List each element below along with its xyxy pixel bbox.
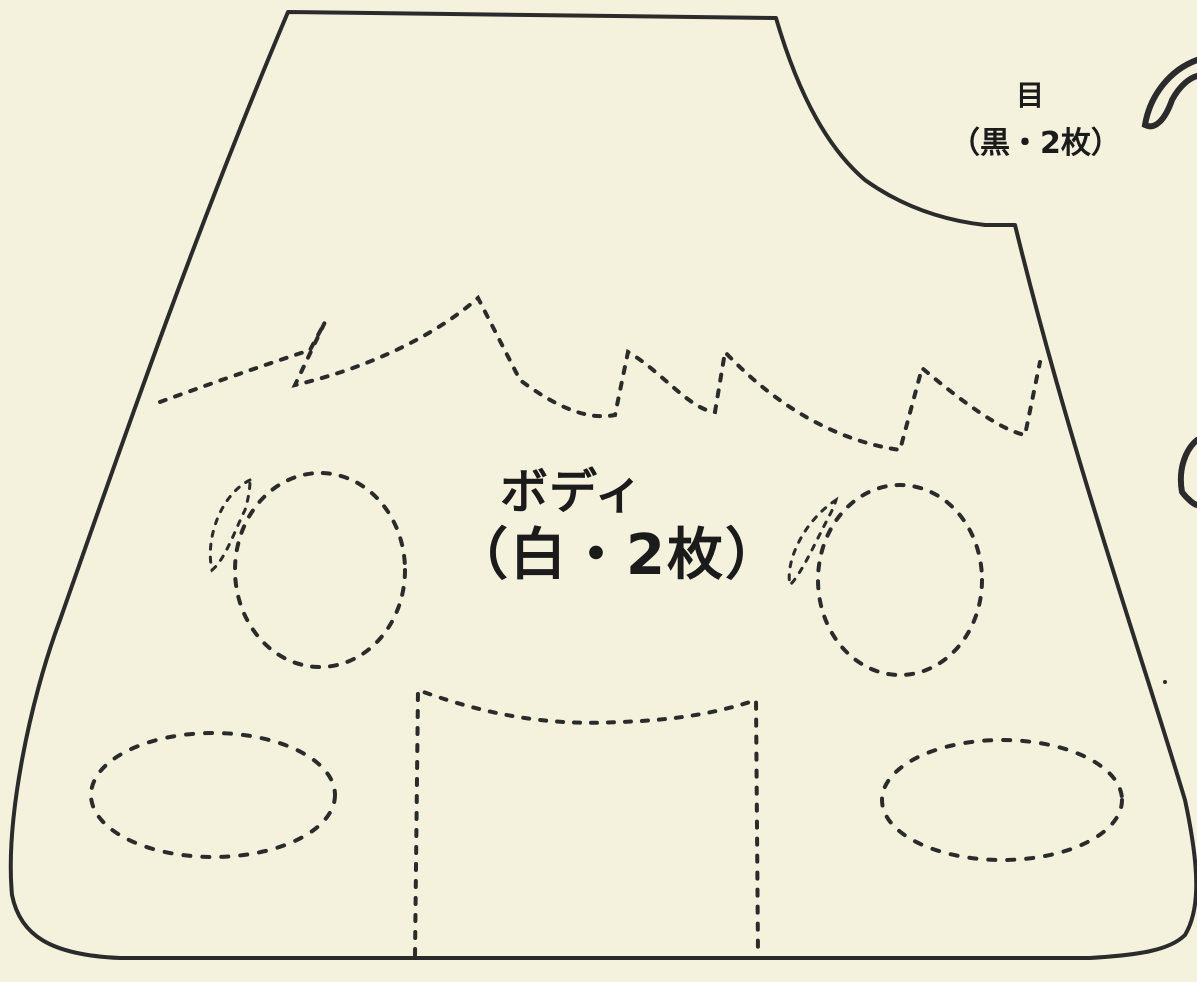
mouth-placement-line [413, 687, 760, 957]
body-cut-outline [8, 10, 1197, 960]
eye-piece-quantity: （黒・2枚） [950, 126, 1121, 161]
left-eye-highlight [208, 477, 252, 573]
hair-placement-line [158, 294, 1042, 453]
body-piece-name: ボディ [500, 464, 644, 520]
right-eye-highlight [787, 496, 839, 589]
eye-piece-outline-bottom [1177, 437, 1197, 508]
body-piece-quantity: （白・2枚） [452, 523, 783, 588]
stray-mark [1163, 680, 1167, 684]
eye-piece-outline-top [1141, 57, 1197, 130]
left-eye-placement [233, 471, 407, 669]
left-cheek-placement [89, 731, 337, 859]
right-eye-placement [816, 483, 984, 677]
eye-piece-name: 目 [1016, 79, 1045, 112]
right-cheek-placement [880, 738, 1124, 862]
